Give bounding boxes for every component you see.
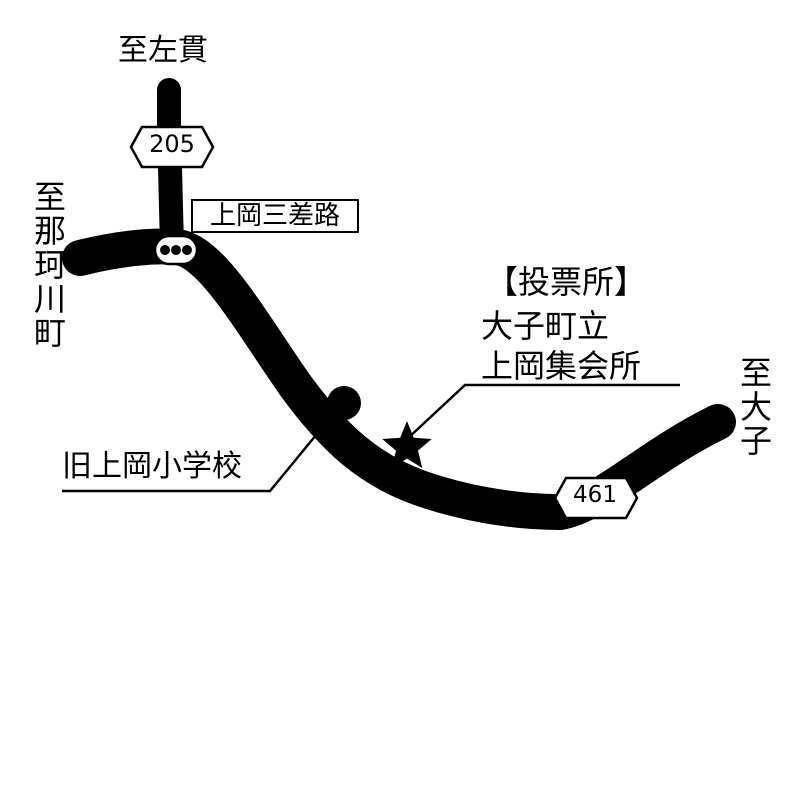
polling-place-title: 【投票所】 — [486, 263, 647, 301]
destination-east-label: 至大子 — [735, 356, 773, 458]
route-205-shield — [129, 125, 215, 169]
filled-circle-icon — [327, 386, 361, 420]
poll-leader-line — [405, 383, 680, 441]
destination-west-label: 至那珂川町 — [29, 180, 67, 350]
polling-place-name-line2: 上岡集会所 — [481, 347, 642, 385]
route-461-shield — [553, 476, 639, 520]
north-road — [157, 78, 184, 258]
polling-place-name-line1: 大子町立 — [481, 307, 610, 345]
landmark-label: 旧上岡小学校 — [62, 449, 242, 484]
route-461-number: 461 — [573, 482, 617, 508]
star-icon — [382, 421, 432, 468]
route-205-number: 205 — [149, 130, 195, 158]
traffic-signal-icon — [153, 234, 199, 266]
school-leader-line — [62, 411, 336, 493]
destination-north-label: 至左貫 — [118, 33, 208, 68]
junction-label: 上岡三差路 — [191, 199, 359, 233]
